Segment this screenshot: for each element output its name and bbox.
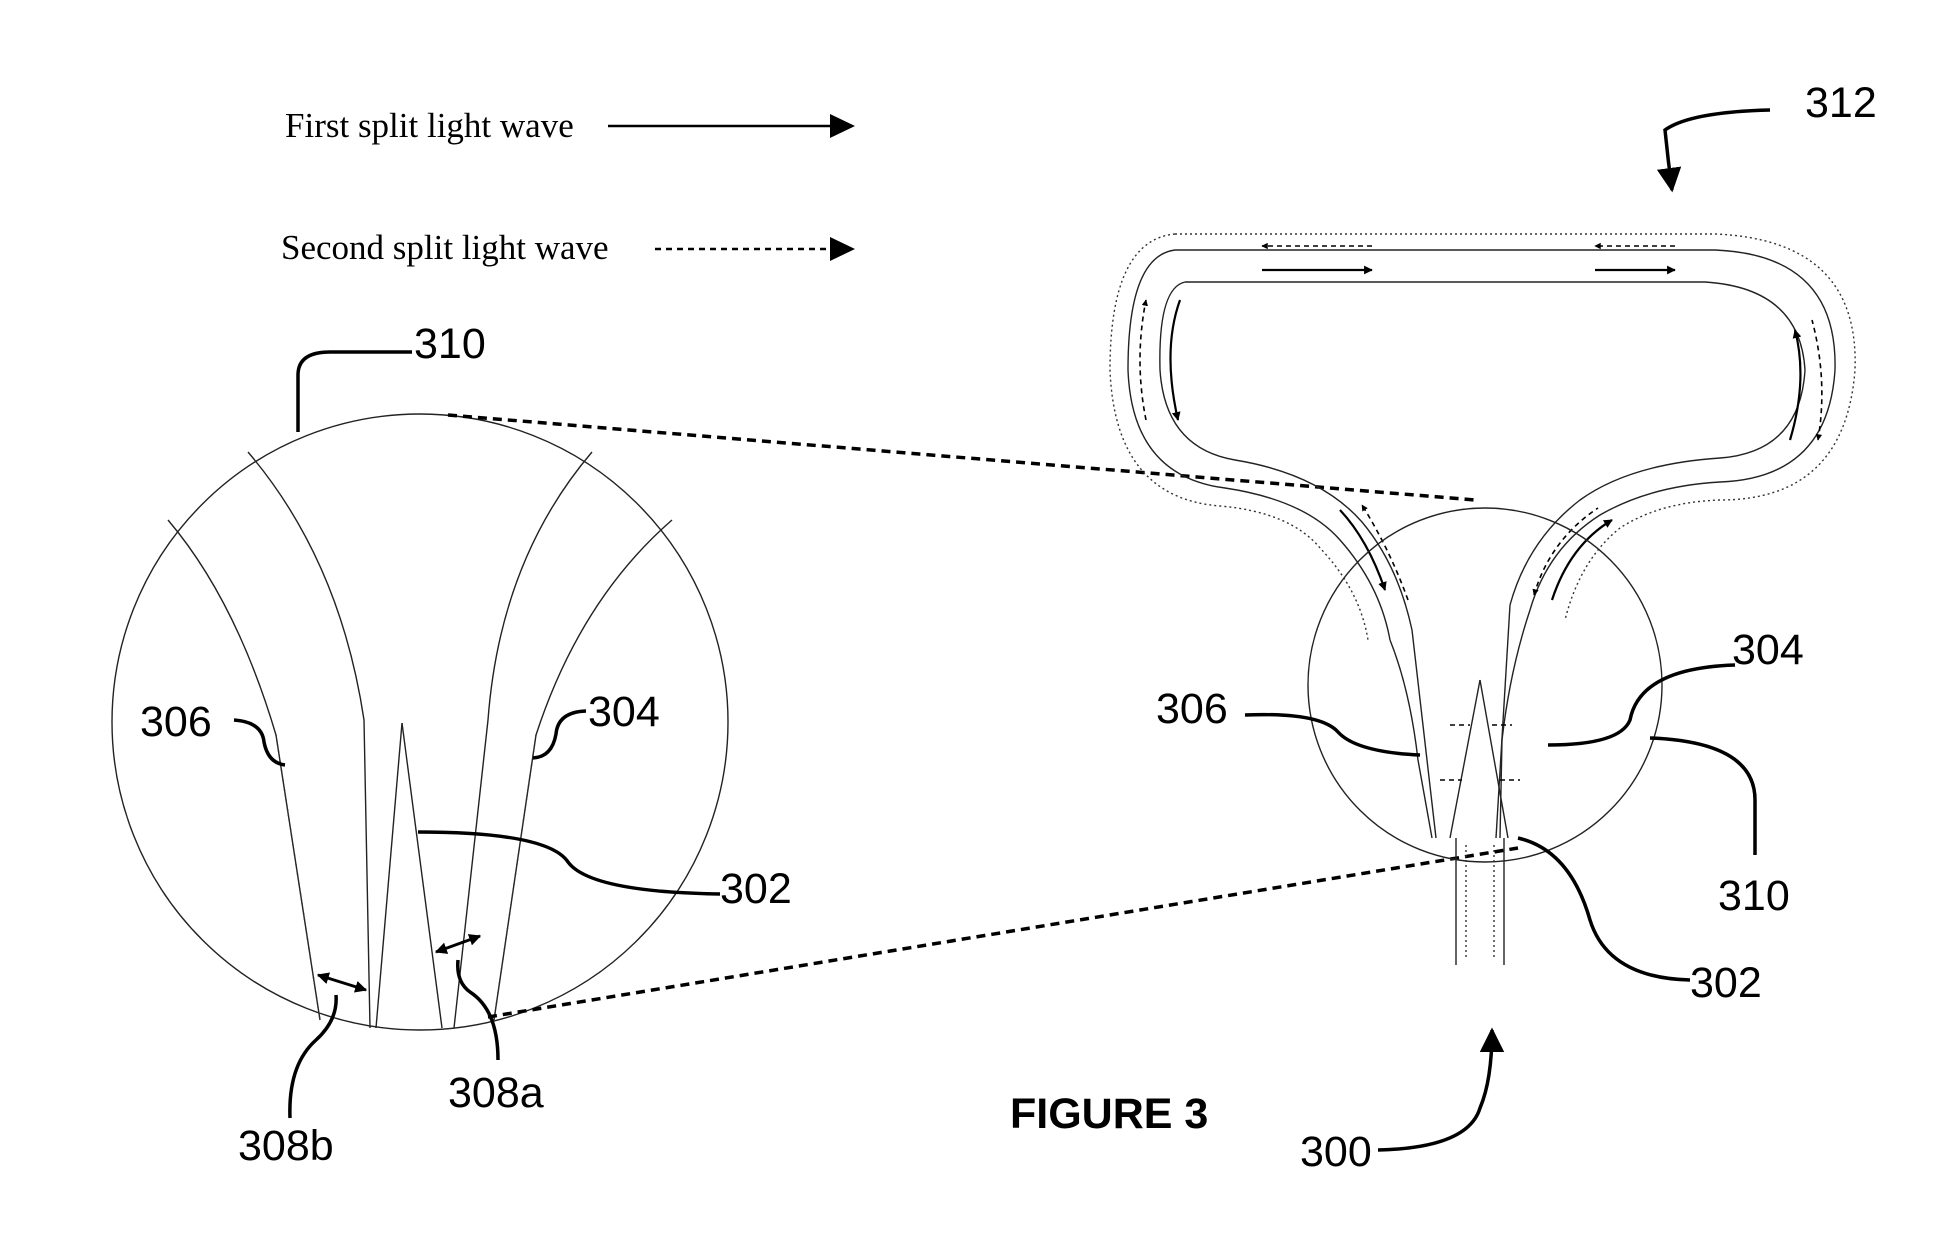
label-304-left: 304: [588, 688, 660, 736]
leader-308a: [456, 959, 500, 1061]
label-306-left: 306: [140, 698, 212, 746]
label-304-right: 304: [1732, 626, 1804, 674]
leader-310-right: [1649, 736, 1757, 855]
legend-solid-arrow-icon: [608, 114, 855, 138]
label-310-right: 310: [1718, 872, 1790, 920]
legend: First split light wave Second split ligh…: [281, 106, 855, 267]
gyroscope-device-300: [1109, 233, 1856, 965]
legend-second-label: Second split light wave: [281, 228, 609, 267]
leader-304-right: [1547, 663, 1736, 747]
label-308b: 308b: [238, 1122, 334, 1170]
figure-title: FIGURE 3: [1010, 1090, 1208, 1138]
label-306-right: 306: [1156, 685, 1228, 733]
leader-308b: [288, 994, 338, 1119]
label-312: 312: [1805, 79, 1877, 127]
legend-dashed-arrow-icon: [655, 237, 855, 261]
leader-302-right: [1517, 836, 1691, 982]
leader-310-left: [296, 350, 412, 432]
projection-line-top: [447, 413, 1476, 502]
legend-first-label: First split light wave: [285, 106, 574, 145]
leader-306-right: [1244, 712, 1421, 757]
label-308a: 308a: [448, 1069, 544, 1117]
label-300: 300: [1300, 1128, 1372, 1176]
label-302-left: 302: [720, 865, 792, 913]
leader-300: [1377, 1027, 1505, 1152]
projection-line-bottom: [487, 846, 1519, 1019]
leader-302-left: [417, 830, 721, 896]
label-302-right: 302: [1690, 959, 1762, 1007]
leader-312: [1656, 108, 1771, 193]
magnified-view-310: [111, 413, 729, 1031]
leader-306-left: [233, 718, 286, 767]
leader-304-left: [532, 709, 587, 760]
label-310-left: 310: [414, 320, 486, 368]
